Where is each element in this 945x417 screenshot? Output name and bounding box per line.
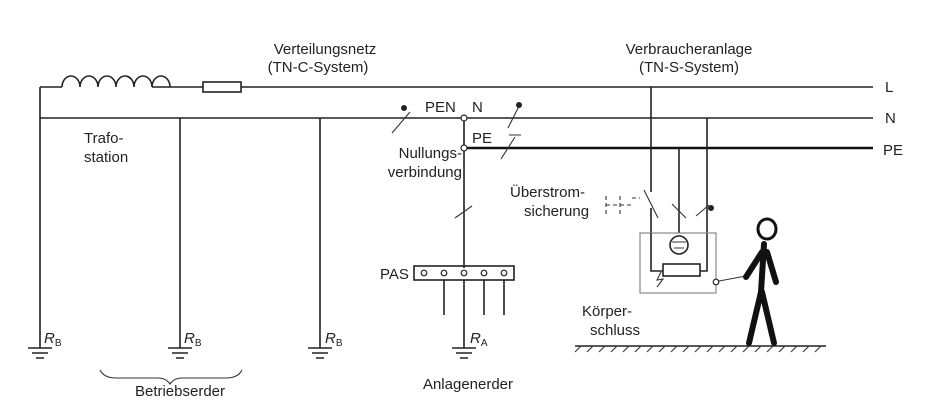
n-marker-icon bbox=[507, 103, 521, 129]
ra-symbol: R bbox=[470, 330, 481, 347]
svg-text:RB: RB bbox=[325, 330, 343, 349]
fuse-l-icon bbox=[643, 189, 659, 219]
ground-icon bbox=[308, 347, 332, 359]
trafo-label-1: Trafo- bbox=[84, 130, 123, 147]
transformer-coil-icon bbox=[61, 75, 171, 88]
rb-index: B bbox=[336, 338, 343, 349]
nullung-label-1: Nullungs- bbox=[399, 145, 462, 162]
rb-index: B bbox=[195, 338, 202, 349]
lamp-icon bbox=[669, 235, 689, 255]
fuse-link-dashed bbox=[605, 196, 640, 214]
label-pe: PE bbox=[883, 142, 903, 159]
label-n-junction: N bbox=[472, 99, 483, 116]
trafo-label-2: station bbox=[84, 149, 128, 166]
network-title: Verteilungsnetz bbox=[274, 41, 377, 58]
svg-text:RB: RB bbox=[184, 330, 202, 349]
conductor-l bbox=[40, 75, 873, 93]
ground-icon bbox=[452, 347, 476, 359]
earth-electrode-rb-1: RB bbox=[28, 330, 62, 359]
person-contact-line bbox=[718, 275, 747, 282]
ground-icon bbox=[28, 347, 52, 359]
nullung-label-2: verbindung bbox=[388, 164, 462, 181]
earth-electrode-rb-2: RB bbox=[168, 118, 202, 359]
label-pen: PEN bbox=[425, 99, 456, 116]
person-icon bbox=[743, 217, 779, 346]
consumer-subtitle: (TN-S-System) bbox=[639, 59, 739, 76]
consumer-title: Verbraucheranlage bbox=[626, 41, 753, 58]
drop-n bbox=[700, 118, 708, 272]
pas-connections bbox=[443, 280, 505, 348]
rb-symbol: R bbox=[325, 330, 336, 347]
label-l: L bbox=[885, 79, 893, 96]
fuse-label-1: Überstrom- bbox=[510, 183, 585, 201]
operating-earth-label: Betriebserder bbox=[135, 383, 225, 400]
label-n: N bbox=[885, 110, 896, 127]
fault-label-2: schluss bbox=[590, 322, 640, 339]
lightning-fault-icon bbox=[656, 271, 665, 288]
rb-index: B bbox=[55, 338, 62, 349]
fault-label-1: Körper- bbox=[582, 303, 632, 320]
pe-tick-icon bbox=[454, 205, 473, 219]
heating-element-icon bbox=[662, 263, 701, 277]
fuse-n-icon bbox=[671, 203, 687, 221]
system-earth-label: Anlagenerder bbox=[423, 376, 513, 393]
conductor-pen-n bbox=[39, 87, 873, 337]
earth-electrode-ra: RA bbox=[452, 330, 488, 359]
fuse-icon bbox=[202, 81, 242, 93]
appliance-enclosure bbox=[639, 232, 717, 294]
ground-hatching bbox=[574, 345, 822, 353]
rb-symbol: R bbox=[184, 330, 195, 347]
earth-electrode-rb-3: RB bbox=[308, 118, 343, 359]
ra-index: A bbox=[481, 338, 488, 349]
ground-icon bbox=[168, 347, 192, 359]
pe-marker-icon bbox=[500, 134, 521, 160]
switch-n-icon bbox=[695, 204, 710, 217]
svg-text:RA: RA bbox=[470, 330, 488, 349]
operating-earth-bracket bbox=[99, 369, 243, 385]
rb-symbol: R bbox=[44, 330, 55, 347]
fuse-label-2: sicherung bbox=[524, 203, 589, 220]
pas-label: PAS bbox=[380, 266, 409, 283]
label-pe-junction: PE bbox=[472, 130, 492, 147]
pen-marker-icon bbox=[391, 111, 411, 134]
svg-text:RB: RB bbox=[44, 330, 62, 349]
network-subtitle: (TN-C-System) bbox=[268, 59, 369, 76]
